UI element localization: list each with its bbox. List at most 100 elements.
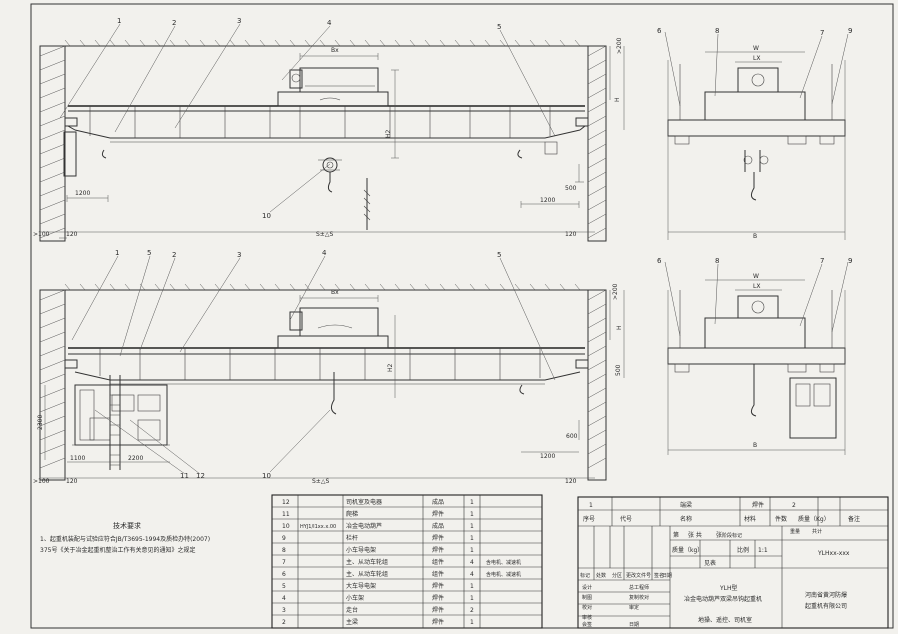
parts-cell-material: 组件 [432,570,444,578]
side-dim-b: B [753,233,757,240]
parts-row: 6 主、从动车轮组 组件 4 含电机、减速机 [282,570,521,578]
callout-1: 1 [117,17,121,25]
dim-2300-b: 2300 [37,415,44,430]
parts-cell-code: HYJ1/I1xx.x.00 [300,524,336,530]
dim-span: S±△S [316,231,333,238]
parts-cell-material: 焊件 [432,606,444,614]
rev-col-sign: 签名 [654,572,664,579]
parts-cell-name: 主、从动车轮组 [346,570,388,578]
dim-1200-left: 1200 [75,190,90,197]
role-drawing: 制图 [582,594,592,601]
parts-cell-no: 7 [282,559,286,566]
side-view-top: 6 8 7 9 W LX B [657,27,852,240]
bom-header-no: 序号 [583,515,595,523]
tech-line-1: 1、起重机装配与试验应符合JB/T3695-1994及质检办特(2007) [40,535,210,543]
sheet-label: 第 [673,531,679,539]
parts-cell-material: 成品 [432,522,444,530]
dim-h2-b: H2 [387,363,394,372]
top-elevation-view: 1 2 3 4 5 10 Bx H2 >200 H 1200 1200 500 … [33,17,625,242]
role-review: 审核 [582,614,592,621]
callout-4-b: 4 [322,249,327,257]
callout-4: 4 [327,19,332,27]
parts-cell-name: 爬梯 [346,510,358,518]
role-design: 设计 [582,584,592,591]
title-1: YLH型 [719,584,738,592]
parts-cell-no: 2 [282,619,286,626]
callout-3: 3 [237,17,241,25]
dim-100: >100 [33,231,50,238]
parts-cell-material: 成品 [432,498,444,506]
scale-value: 1:1 [758,547,768,554]
parts-cell-name: 大车导电架 [346,582,376,590]
callout-12-b: 12 [196,472,205,480]
parts-cell-qty: 1 [470,535,474,542]
mass-label: 质量（kg） [672,546,703,554]
role-copycheck: 复制校对 [629,594,649,601]
parts-cell-name: 小车架 [346,594,364,602]
bom-header-qty: 件数 [775,515,787,523]
tech-title: 技术要求 [113,521,141,530]
dim-500-b: 500 [615,364,622,376]
rev-col-mark: 标记 [580,572,590,579]
dim-1200-right: 1200 [540,197,555,204]
callout-5-b: 5 [147,249,151,257]
callout-2: 2 [172,19,176,27]
bom-row1-qty: 2 [792,502,796,509]
parts-cell-no: 12 [282,499,290,506]
parts-cell-material: 焊件 [432,594,444,602]
bom-header-material: 材料 [744,515,756,523]
parts-cell-no: 11 [282,511,290,518]
parts-cell-material: 焊件 [432,582,444,590]
tech-line-2: 375号《关于冶金起重机整治工作有关意见的通知》之规定 [40,546,195,554]
bom-header-name: 名称 [680,515,692,523]
dim-120-right: 120 [565,231,577,238]
parts-row: 3 走台 焊件 2 [282,606,474,614]
tech-requirements: 技术要求 1、起重机装配与试验应符合JB/T3695-1994及质检办特(200… [40,521,210,554]
parts-cell-qty: 1 [470,499,474,506]
outer-frame [30,3,894,629]
dim-2200-b: 2200 [128,455,143,462]
parts-cell-qty: 1 [470,583,474,590]
title-block: 1 端梁 焊件 2 序号 代号 名称 材料 件数 质量（Kg） 备注 第 张 共… [577,496,889,629]
role-approve: 审定 [629,604,639,611]
bom-row1-name: 端梁 [680,501,692,509]
title-2: 冶金电动葫芦双梁吊钩起重机 [684,595,762,603]
callout-2-b: 2 [172,251,176,259]
parts-cell-qty: 4 [470,571,474,578]
sheet-unit: 张 [716,531,722,539]
callout-11-b: 11 [180,472,189,480]
drawing-no: YLHxx-xxx [817,550,850,557]
dim-120-right-b: 120 [565,478,577,485]
parts-cell-no: 9 [282,535,286,542]
parts-cell-no: 6 [282,571,286,578]
parts-cell-name: 小车导电架 [346,546,376,554]
parts-cell-name: 主、从动车轮组 [346,558,388,566]
parts-cell-note: 含电机、减速机 [486,571,521,578]
parts-cell-name: 走台 [346,606,358,614]
dim-1200-b: 1200 [540,453,555,460]
rev-col-count: 处数 [596,572,606,579]
side-dim-lx-b: LX [753,283,760,290]
role-check: 校对 [582,604,592,611]
parts-cell-name: 司机室及电器 [346,498,382,506]
parts-cell-name: 主梁 [346,618,358,626]
parts-cell-no: 4 [282,595,286,602]
parts-cell-no: 3 [282,607,286,614]
callout-5: 5 [497,23,501,31]
dim-120-left-b: 120 [66,478,78,485]
side-callout-8-b: 8 [715,257,719,265]
dim-h: H [614,97,621,102]
parts-cell-qty: 2 [470,607,474,614]
dim-120-left: 120 [66,231,78,238]
dim-span-b: S±△S [312,478,329,485]
role-countersign: 会签 [582,621,592,628]
side-dim-b-b: B [753,442,757,449]
bom-row1-material: 焊件 [752,501,764,509]
bom-header-remark: 备注 [848,515,860,523]
